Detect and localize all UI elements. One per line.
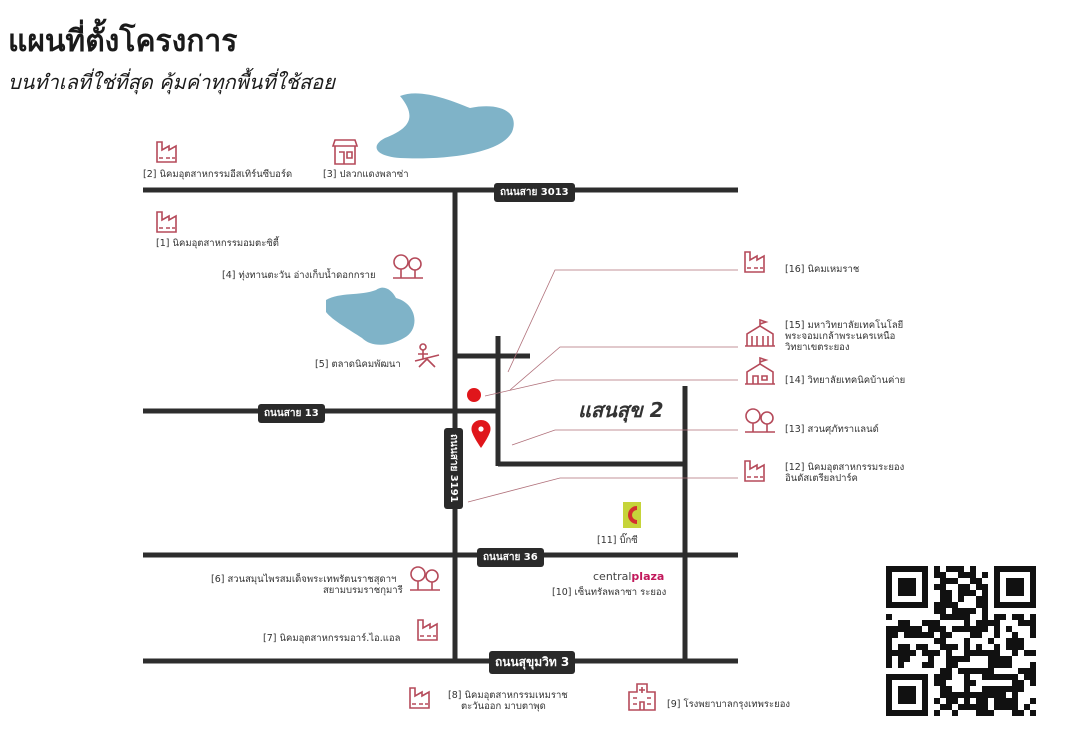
place-6-label-line1: [6] สวนสมุนไพรสมเด็จพระเทพรัตนราชสุดาฯ — [211, 574, 397, 585]
place-16-label: [16] นิคมเหมราช — [785, 264, 860, 275]
road-sukhumvit-label: ถนนสุขุมวิท 3 — [489, 651, 576, 674]
factory-icon — [156, 141, 177, 163]
place-11-label: [11] บิ๊กซี — [597, 535, 638, 546]
place-4-label: [4] ทุ่งทานตะวัน อ่างเก็บน้ำดอกกราย — [222, 270, 376, 281]
shop-icon — [331, 139, 359, 165]
leader-16 — [507, 269, 738, 373]
project-pin-icon — [471, 420, 491, 448]
place-12-label-line1: [12] นิคมอุตสาหกรรมระยอง — [785, 462, 905, 473]
page-subtitle: บนทำเลที่ใช่ที่สุด คุ้มค่าทุกพื้นที่ใช้ส… — [8, 70, 335, 94]
place-8-label-line1: [8] นิคมอุตสาหกรรมเหมราช — [448, 690, 568, 701]
hospital-icon — [628, 683, 656, 711]
leader-12 — [467, 477, 738, 503]
project-marker-dot — [467, 388, 481, 402]
lake-mid — [326, 287, 415, 345]
leader-15 — [509, 346, 738, 391]
place-5-label: [5] ตลาดนิคมพัฒนา — [315, 359, 401, 370]
place-7-label: [7] นิคมอุตสาหกรรมอาร์.ไอ.แอล — [263, 633, 401, 644]
road-3191-label: ถนนสาย 3191 — [444, 428, 463, 509]
factory-icon — [744, 251, 765, 273]
place-6-label-line2: สยามบรมราชกุมารี — [323, 585, 403, 596]
leader-14 — [484, 379, 738, 397]
school-icon — [745, 356, 775, 385]
place-8-label-line2: ตะวันออก มาบตาพุด — [461, 701, 546, 712]
leader-lines — [467, 269, 738, 503]
leader-13 — [511, 429, 738, 446]
factory-icon — [744, 460, 765, 482]
factory-icon — [417, 619, 438, 641]
place-12-label-line2: อินดัสเตรียลปาร์ค — [785, 473, 858, 484]
place-13-label: [13] สวนศุภัทราแลนด์ — [785, 424, 879, 435]
road-36-label: ถนนสาย 36 — [477, 548, 544, 567]
lake-top — [376, 93, 514, 159]
place-15-label-line2: พระจอมเกล้าพระนครเหนือ — [785, 331, 896, 342]
market-icon — [414, 343, 440, 368]
factory-icon — [156, 211, 177, 233]
place-14-label: [14] วิทยาลัยเทคนิคบ้านค่าย — [785, 375, 906, 386]
place-10-label: [10] เซ็นทรัลพลาซา ระยอง — [552, 587, 667, 598]
university-icon — [745, 318, 775, 347]
page-title: แผนที่ตั้งโครงการ — [8, 24, 238, 59]
tree-icon — [410, 566, 440, 591]
project-brand: แสนสุข 2 — [578, 398, 664, 422]
tree-icon — [745, 408, 775, 433]
place-9-label: [9] โรงพยาบาลกรุงเทพระยอง — [667, 699, 791, 710]
tree-icon — [393, 254, 423, 279]
qr-code[interactable] — [885, 565, 1037, 717]
place-15-label-line1: [15] มหาวิทยาลัยเทคโนโลยี — [785, 320, 904, 331]
place-1-label: [1] นิคมอุตสาหกรรมอมตะซิตี้ — [156, 238, 279, 249]
road-3013-label: ถนนสาย 3013 — [494, 183, 575, 202]
road-network — [143, 187, 738, 664]
road-13-label: ถนนสาย 13 — [258, 404, 325, 423]
place-3-label: [3] ปลวกแดงพลาซ่า — [323, 169, 409, 180]
big-c-logo — [623, 502, 641, 528]
central-plaza-logo: centralplaza — [593, 570, 665, 583]
factory-icon — [409, 687, 430, 709]
place-15-label-line3: วิทยาเขตระยอง — [785, 342, 850, 353]
place-2-label: [2] นิคมอุตสาหกรรมอีสเทิร์นซีบอร์ด — [143, 169, 293, 180]
